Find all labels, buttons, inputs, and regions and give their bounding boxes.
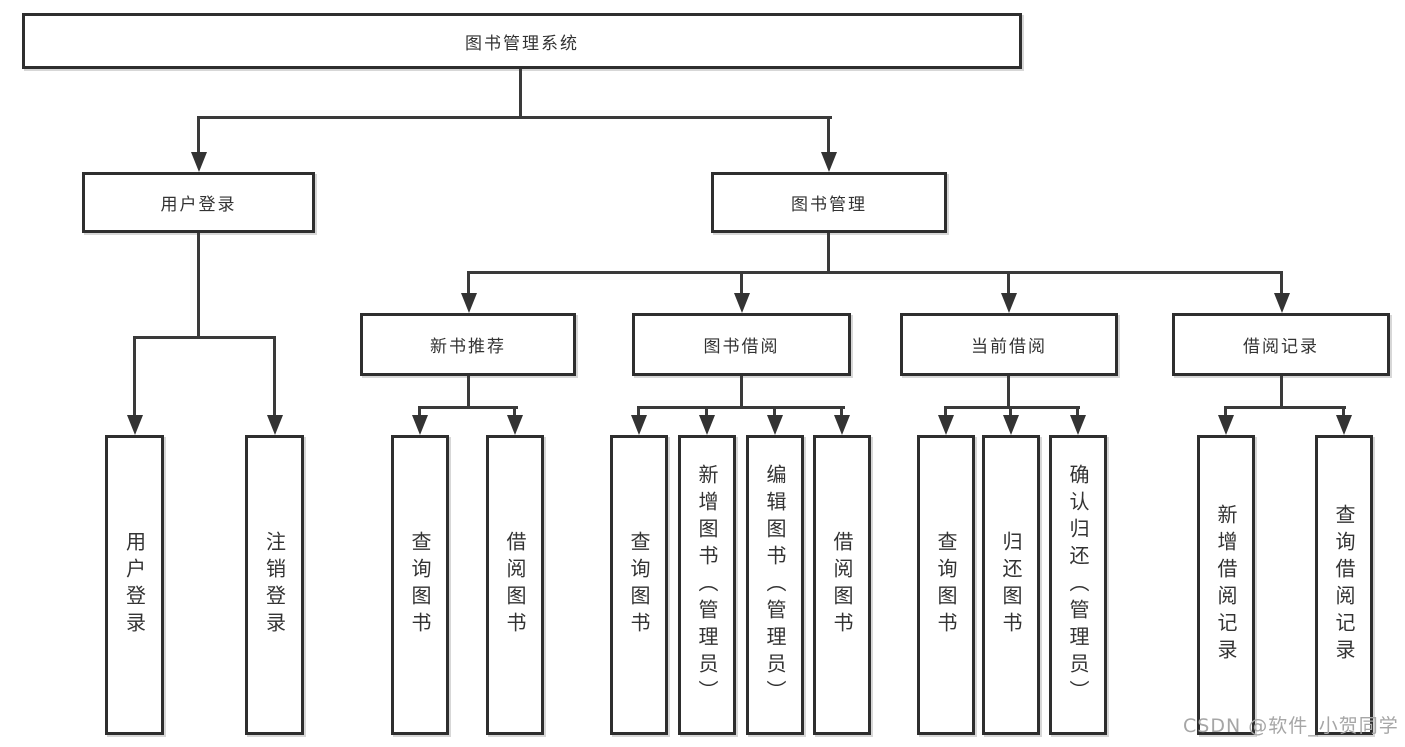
node-leaf-edit-book-admin: 编辑图书（管理员） [746,435,804,735]
node-book-borrow: 图书借阅 [632,313,851,376]
arrowhead [938,415,954,435]
node-book-management: 图书管理 [711,172,947,233]
connector-line [827,116,830,156]
node-borrow-records: 借阅记录 [1172,313,1390,376]
node-label: 借阅图书 [830,531,854,639]
node-leaf-query-books-recommend: 查询图书 [391,435,449,735]
connector-line [133,336,136,418]
arrowhead [1003,415,1019,435]
arrowhead [821,152,837,172]
node-label: 图书借阅 [703,337,780,357]
node-new-book-recommend: 新书推荐 [360,313,576,376]
arrowhead [267,415,283,435]
connector-line [637,406,845,409]
connector-line [418,406,518,409]
connector-line [467,271,470,296]
connector-line [740,271,743,296]
arrowhead [834,415,850,435]
node-label: 图书管理系统 [465,33,579,54]
arrowhead [1218,415,1234,435]
node-leaf-query-books-current: 查询图书 [917,435,975,735]
node-label: 借阅记录 [1243,337,1319,357]
node-label: 图书管理 [791,195,867,215]
node-label: 新书推荐 [430,337,506,357]
connector-line [513,406,516,419]
arrowhead [699,415,715,435]
node-label: 查询借阅记录 [1332,504,1356,666]
connector-line [1007,376,1010,409]
node-label: 新增借阅记录 [1214,504,1238,666]
node-label: 查询图书 [934,531,958,639]
node-label: 归还图书 [999,531,1023,639]
node-leaf-user-login: 用户登录 [105,435,164,735]
arrowhead [127,415,143,435]
watermark: CSDN @软件_小贺同学 [1183,715,1399,737]
node-leaf-query-books-borrow: 查询图书 [610,435,668,735]
connector-line [1280,376,1283,409]
node-label: 当前借阅 [971,337,1047,357]
node-label: 编辑图书（管理员） [763,463,787,707]
node-library-system-root: 图书管理系统 [22,13,1022,69]
connector-line [637,406,640,419]
connector-line [1224,406,1346,409]
node-current-borrow: 当前借阅 [900,313,1118,376]
connector-line [840,406,843,419]
node-label: 查询图书 [408,531,432,639]
connector-line [1009,406,1012,419]
connector-line [705,406,708,419]
connector-line [1007,271,1010,296]
node-leaf-return-book: 归还图书 [982,435,1040,735]
connector-line [740,376,743,409]
connector-line [273,336,276,418]
node-label: 用户登录 [160,195,237,215]
connector-line [467,376,470,409]
connector-line [197,116,200,156]
connector-line [773,406,776,419]
connector-line [519,69,522,119]
connector-line [133,336,276,339]
node-leaf-logout: 注销登录 [245,435,304,735]
arrowhead [631,415,647,435]
arrowhead [1274,293,1290,313]
arrowhead [734,293,750,313]
connector-line [467,271,1283,274]
node-label: 新增图书（管理员） [695,463,719,707]
connector-line [197,233,200,339]
node-leaf-add-borrow-record: 新增借阅记录 [1197,435,1255,735]
arrowhead [412,415,428,435]
connector-line [1342,406,1345,419]
connector-line [944,406,947,419]
node-leaf-add-book-admin: 新增图书（管理员） [678,435,736,735]
node-leaf-borrow-books-borrow: 借阅图书 [813,435,871,735]
node-label: 查询图书 [627,531,651,639]
connector-line [197,116,832,119]
connector-line [827,233,830,274]
arrowhead [507,415,523,435]
connector-line [418,406,421,419]
node-user-login: 用户登录 [82,172,315,233]
node-label: 确认归还（管理员） [1066,463,1090,707]
node-leaf-borrow-books-recommend: 借阅图书 [486,435,544,735]
arrowhead [191,152,207,172]
node-leaf-query-borrow-record: 查询借阅记录 [1315,435,1373,735]
arrowhead [1001,293,1017,313]
arrowhead [767,415,783,435]
arrowhead [1336,415,1352,435]
connector-line [1076,406,1079,419]
connector-line [1224,406,1227,419]
connector-line [1280,271,1283,296]
node-label: 用户登录 [122,531,147,639]
node-leaf-confirm-return-admin: 确认归还（管理员） [1049,435,1107,735]
node-label: 借阅图书 [503,531,527,639]
arrowhead [1070,415,1086,435]
arrowhead [461,293,477,313]
node-label: 注销登录 [262,531,287,639]
connector-line [944,406,1080,409]
